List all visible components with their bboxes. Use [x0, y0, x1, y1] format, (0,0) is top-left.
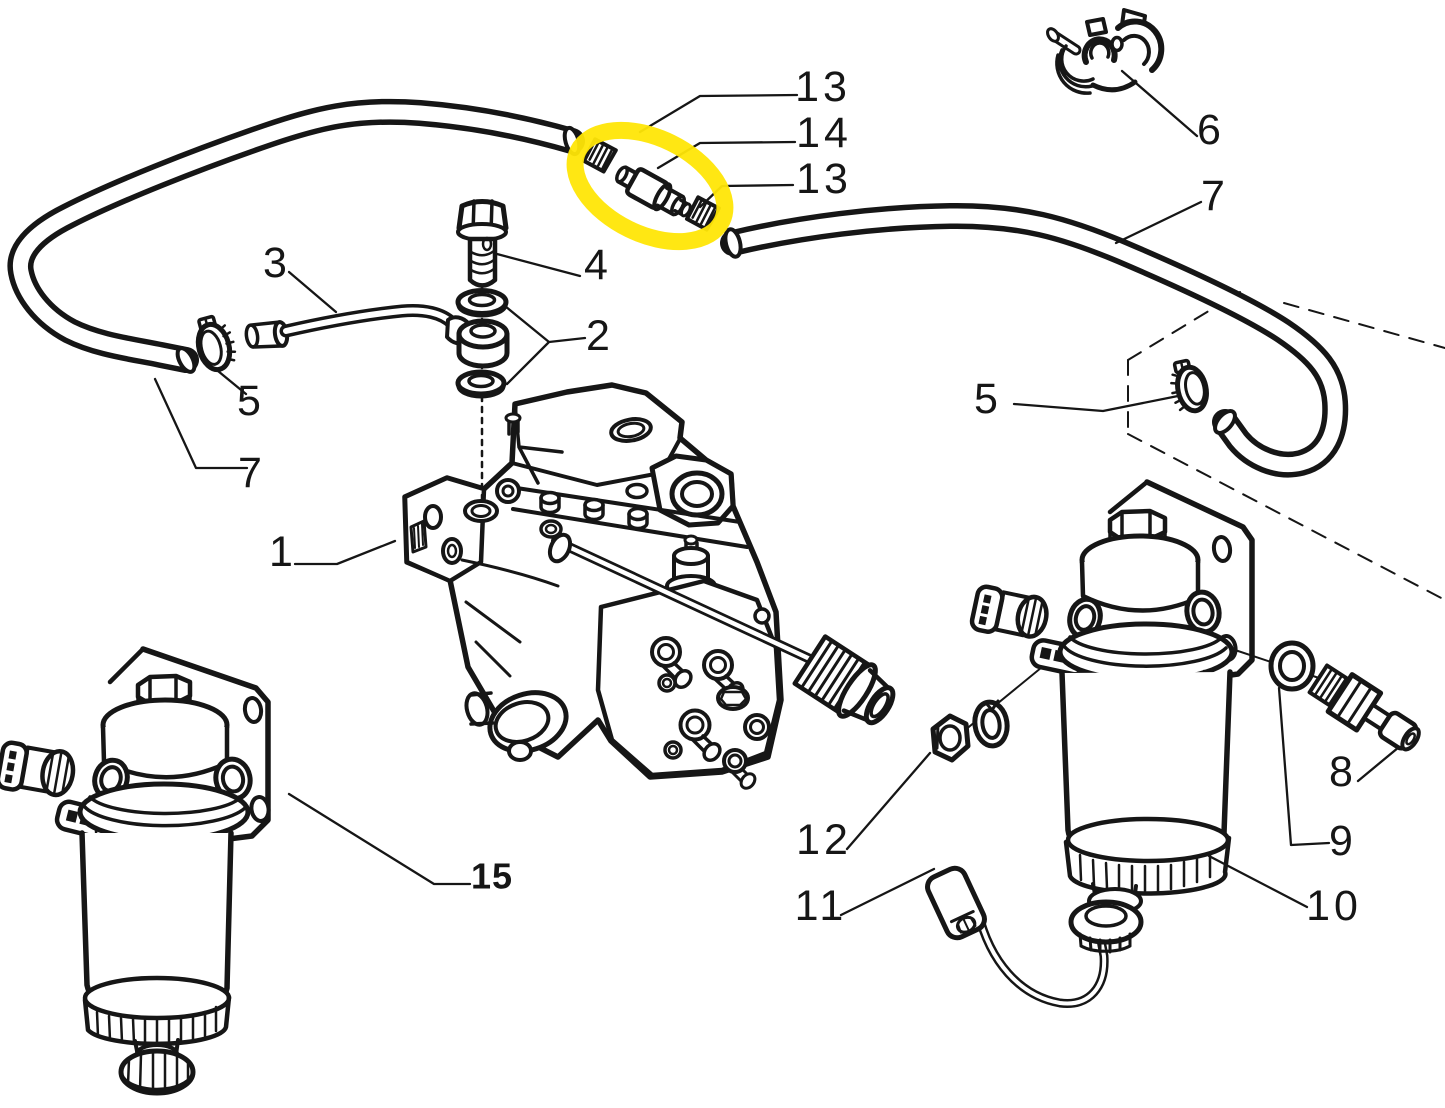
part-label-12: 12: [796, 816, 852, 864]
clamp-6: [1046, 8, 1165, 95]
pump-inlet-port: [669, 470, 725, 518]
leader-13-top: [638, 93, 799, 134]
leader-2: [503, 304, 587, 386]
leader-lines: [153, 69, 1401, 917]
filter-connector-upper: [0, 740, 76, 798]
part-label-9: 9: [1329, 817, 1357, 865]
part-label-5-left: 5: [237, 377, 265, 425]
pump-shaft-coupling: [792, 634, 896, 726]
part-label-2: 2: [586, 312, 614, 360]
pump-mounting-flange: [402, 475, 487, 584]
hose-right-7: [720, 202, 1349, 478]
part-labels: 13 14 13 6 7 4 3 2 5 5 7 1 8 9 12 11 10 …: [237, 63, 1362, 930]
part-label-13-bottom: 13: [796, 155, 852, 203]
part-label-10: 10: [1306, 882, 1362, 930]
leader-7-right: [1114, 200, 1203, 245]
sensor-8: [1307, 663, 1421, 752]
banjo-assembly: [244, 199, 510, 505]
washer-11: [972, 699, 1010, 749]
washer-9: [1268, 640, 1316, 692]
filter-collar: [1057, 621, 1235, 683]
water-sensor-cable: [973, 907, 1109, 1008]
leader-5-right: [1012, 394, 1180, 413]
hose-end-opening: [175, 346, 197, 374]
hose-end-opening: [1213, 409, 1237, 435]
filter-connector-upper: [969, 584, 1049, 639]
leader-9: [1277, 686, 1331, 847]
banjo-bolt-4: [456, 199, 509, 288]
part-label-14: 14: [796, 109, 852, 157]
leader-1: [293, 539, 397, 566]
injection-pump-1: [402, 382, 896, 790]
banjo-union: [445, 315, 510, 369]
leader-5-left: [216, 369, 248, 396]
nut-12: [930, 713, 971, 763]
fuel-filter-15: [0, 646, 271, 1096]
highlight-ring: [566, 121, 734, 251]
leader-10: [1207, 854, 1309, 909]
hose-left-7: [7, 98, 585, 374]
hose-clamp-5-right: [1170, 358, 1209, 414]
pump-rail-bolts: [539, 490, 649, 531]
part-label-5-right: 5: [974, 375, 1002, 423]
pipe-3: [244, 304, 475, 349]
hose-end-opening: [723, 227, 743, 259]
leader-3: [287, 270, 338, 314]
leader-11: [839, 867, 936, 917]
leader-15: [287, 792, 472, 886]
part-label-4: 4: [584, 241, 612, 289]
sealing-washer-2-lower: [455, 369, 507, 399]
leader-7-left: [153, 377, 249, 470]
part-label-3: 3: [263, 239, 291, 287]
leader-14: [656, 140, 797, 170]
leader-6: [1120, 69, 1199, 138]
collar-13-left: [581, 137, 618, 174]
hose-clamp-5-left: [195, 314, 237, 373]
part-label-8: 8: [1329, 748, 1357, 796]
fuel-filter-10: [925, 479, 1255, 1008]
part-label-6: 6: [1197, 106, 1225, 154]
part-label-7-left: 7: [238, 449, 266, 497]
part-label-13-top: 13: [795, 63, 851, 111]
part-label-7-right: 7: [1201, 172, 1229, 220]
part-label-1: 1: [269, 528, 297, 576]
sealing-washer-2-upper: [455, 288, 509, 318]
sensor-cable-connector: [925, 865, 987, 941]
leader-4: [495, 252, 582, 278]
fitting-14: [615, 165, 692, 218]
part-label-15: 15: [471, 856, 513, 897]
leader-8: [1356, 745, 1401, 783]
leader-12: [845, 751, 932, 851]
banjo-bolt-hole: [463, 499, 499, 523]
part-label-11: 11: [795, 882, 848, 930]
